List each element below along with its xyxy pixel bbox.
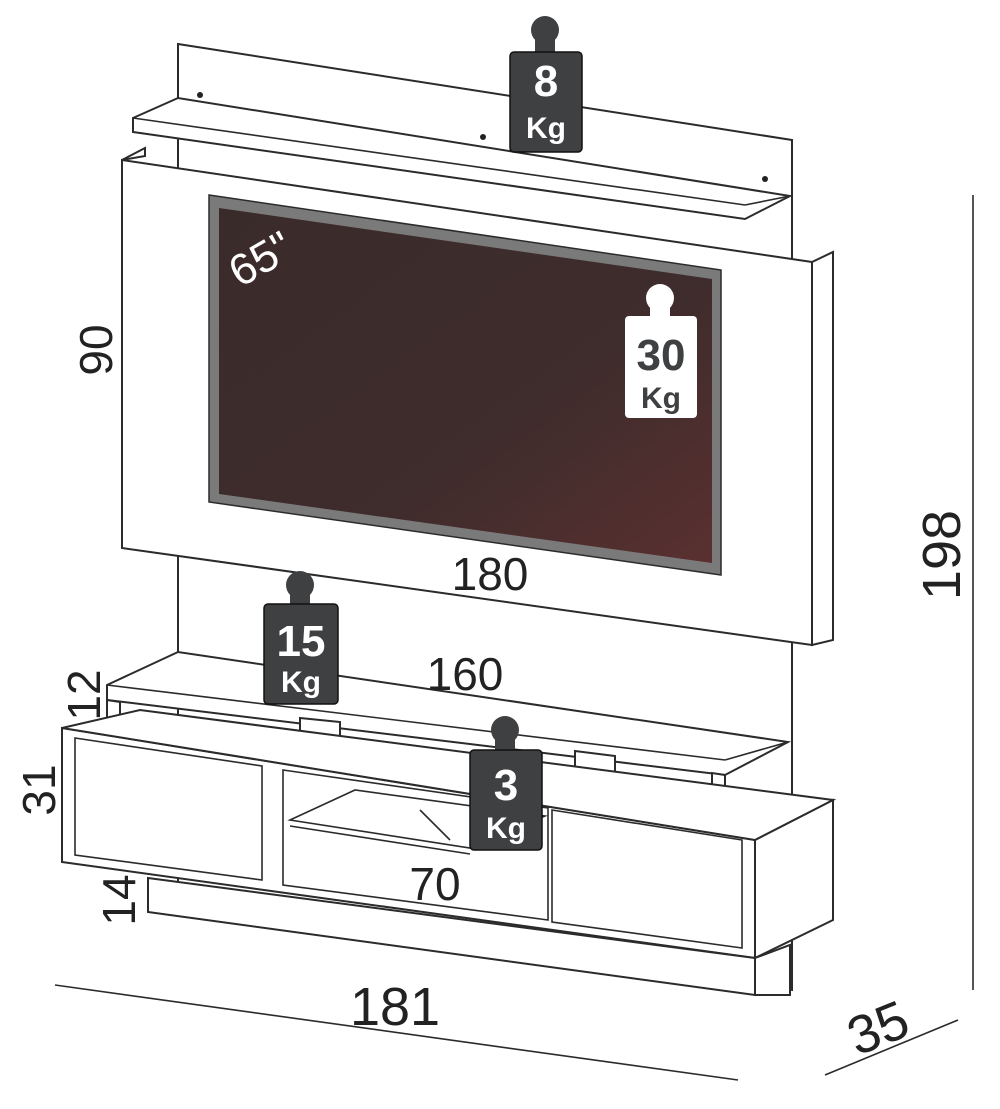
weight-tag-value: 3 bbox=[494, 761, 518, 810]
dim-panel-width: 180 bbox=[452, 548, 529, 600]
dim-rack-height: 31 bbox=[13, 764, 65, 815]
weight-tag-unit: Kg bbox=[641, 382, 681, 415]
weight-tag-unit: Kg bbox=[281, 666, 321, 699]
dim-base-height: 14 bbox=[93, 874, 145, 925]
dim-shelf-height: 12 bbox=[58, 669, 110, 720]
dim-total-height: 198 bbox=[912, 510, 972, 600]
weight-tag-tv: 30 Kg bbox=[625, 284, 697, 418]
dim-niche-width: 70 bbox=[409, 858, 460, 910]
top-shelf bbox=[132, 96, 794, 221]
weight-tag-top-shelf: 8 Kg bbox=[509, 16, 583, 153]
dim-total-depth: 35 bbox=[839, 989, 917, 1067]
tv-screen bbox=[208, 194, 722, 576]
dim-shelf-width: 160 bbox=[427, 648, 504, 700]
dim-total-width: 181 bbox=[350, 977, 440, 1037]
weight-tag-unit: Kg bbox=[526, 112, 566, 145]
weight-tag-unit: Kg bbox=[486, 812, 526, 845]
dim-panel-height: 90 bbox=[70, 324, 122, 375]
weight-tag-middle-shelf: 15 Kg bbox=[263, 571, 339, 705]
weight-tag-value: 15 bbox=[277, 617, 326, 666]
dimension-lines bbox=[54, 195, 974, 1081]
weight-tag-value: 30 bbox=[637, 331, 686, 380]
weight-tag-glass-shelf: 3 Kg bbox=[469, 716, 543, 851]
rack-base bbox=[147, 876, 791, 997]
weight-tag-value: 8 bbox=[534, 57, 558, 106]
